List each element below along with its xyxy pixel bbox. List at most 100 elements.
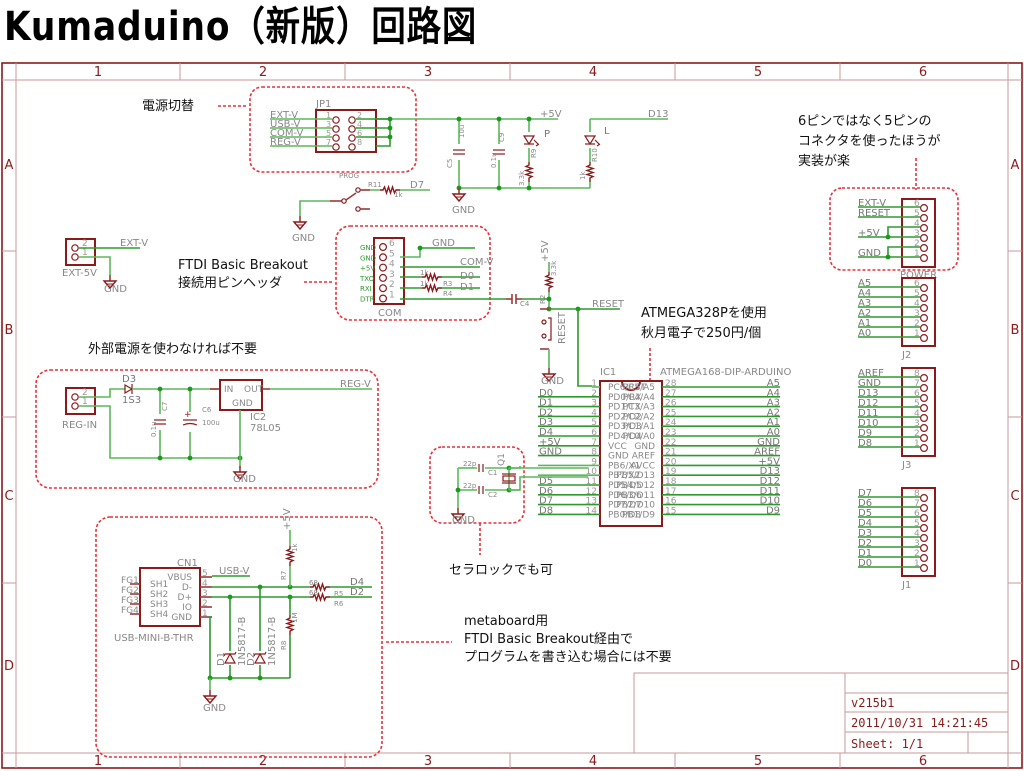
svg-text:IC2: IC2 <box>250 412 266 423</box>
j3-pin-num: 6 <box>914 389 920 399</box>
ext5v-connector: 2 1 EXT-V EXT-5V GND <box>62 238 148 295</box>
column-label-bottom: 5 <box>754 754 762 769</box>
ic1-name: IC1 <box>600 367 616 378</box>
ic1-left-net: D3 <box>539 417 553 428</box>
power-header-pin <box>919 224 928 233</box>
svg-text:C4: C4 <box>520 300 530 308</box>
j1-net-label: D5 <box>858 508 872 519</box>
svg-text:C2: C2 <box>488 491 497 499</box>
svg-text:68: 68 <box>309 579 318 587</box>
com-pin-label: GND <box>360 254 376 262</box>
ic1-pin-label: PC6/RST <box>608 383 646 393</box>
ic1-pin-num: 12 <box>586 487 597 497</box>
j1-net-label: D0 <box>858 558 872 569</box>
j3-pin-num: 5 <box>914 399 920 409</box>
j3-pin-num: 1 <box>914 439 920 449</box>
usb-pin-label: D- <box>182 583 192 593</box>
usb-pin-label: D+ <box>178 593 192 603</box>
note-atmega-1: ATMEGA328Pを使用 <box>641 305 767 321</box>
column-label-bottom: 1 <box>94 754 102 769</box>
j2-net-label: A2 <box>858 308 871 319</box>
j3-pin <box>919 444 928 453</box>
ic1-right-net: D11 <box>760 486 780 497</box>
j2-pin-num: 6 <box>914 279 920 289</box>
j3-net-label: D12 <box>858 398 878 409</box>
svg-text:GND: GND <box>452 205 475 216</box>
power-header-net-label: EXT-V <box>858 198 886 209</box>
svg-text:D3: D3 <box>122 374 136 385</box>
ic1-value: ATMEGA168-DIP-ARDUINO <box>660 367 791 378</box>
svg-text:COM-V: COM-V <box>460 257 494 268</box>
jp1-pin-num: 4 <box>357 120 362 129</box>
group-crystal <box>429 446 525 524</box>
ic1-pin-label: PD7/D7 <box>608 501 642 511</box>
regulator-circuit: 2 1 REG-IN D3 1S3 C7 0.1u + C6 100u IN O… <box>62 374 372 485</box>
svg-text:GND: GND <box>232 399 253 409</box>
j3-net-label: GND <box>858 378 881 389</box>
power-header-pin <box>919 244 928 253</box>
ic1-pin-num: 26 <box>665 399 677 409</box>
com-pin-num: 2 <box>389 280 395 290</box>
j2-pin-num: 1 <box>914 329 920 339</box>
usb-fg-label: FG2 <box>121 586 139 596</box>
jp1-pin <box>348 116 356 124</box>
note-metaboard-3: プログラムを書き込む場合には不要 <box>464 650 672 665</box>
ic1-pin-num: 11 <box>586 477 597 487</box>
svg-text:0.1u: 0.1u <box>490 152 498 168</box>
svg-text:+5V: +5V <box>282 508 293 530</box>
j1-net-label: D7 <box>858 488 872 499</box>
j2-pin <box>919 314 928 323</box>
ic1-right-net: A0 <box>767 427 780 438</box>
svg-text:GND: GND <box>452 515 475 526</box>
ic1-left-net: D8 <box>539 505 553 516</box>
jp1-name: JP1 <box>315 99 331 110</box>
jp1-pin <box>348 125 356 133</box>
usb-pin-label: GND <box>171 613 192 623</box>
version-label: v215b1 <box>851 696 894 710</box>
com-pin <box>379 253 388 262</box>
ic1-left-net: GND <box>539 447 562 458</box>
svg-text:+: + <box>184 410 192 420</box>
note-ftdi-2: 接続用ピンヘッダ <box>178 275 282 291</box>
svg-text:C5: C5 <box>446 159 454 168</box>
usb-pin-num: 5 <box>202 569 208 579</box>
usb-pin-label: VBUS <box>167 573 192 583</box>
com-pin <box>379 263 388 272</box>
svg-text:D4: D4 <box>350 577 364 588</box>
j1-net-label: D2 <box>858 538 872 549</box>
j1-pin <box>919 553 928 562</box>
j2-pin <box>919 294 928 303</box>
ic1-pin-num: 5 <box>591 418 597 428</box>
svg-text:EXT-V: EXT-V <box>120 238 148 249</box>
ic1-pin-label: PD4/D4 <box>608 432 642 442</box>
svg-text:D1: D1 <box>460 282 474 293</box>
ic1-right-net: AREF <box>754 447 780 458</box>
power-rail-section: +5V D13 10u C5 C9 0.1u P R9 3.3k L R10 1… <box>446 109 668 216</box>
svg-text:1k: 1k <box>420 269 429 277</box>
j3-pin <box>919 414 928 423</box>
row-label-left: C <box>4 489 13 504</box>
jp1-pin <box>332 134 340 142</box>
ic1-pin-label: PC1/A1 <box>623 422 655 432</box>
svg-text:1N5817-B: 1N5817-B <box>237 616 248 666</box>
ic1-right-net: +5V <box>758 456 780 467</box>
svg-text:D7: D7 <box>410 180 424 191</box>
j1-pin <box>919 513 928 522</box>
ic1-left-net: D7 <box>539 496 553 507</box>
j1-pin-num: 6 <box>914 509 920 519</box>
ic1-right-net: A2 <box>767 407 780 418</box>
jp1-pin <box>332 116 340 124</box>
j3-pin <box>919 424 928 433</box>
svg-text:RESET: RESET <box>557 311 568 344</box>
svg-text:R11: R11 <box>368 181 382 189</box>
svg-text:R2: R2 <box>539 295 547 304</box>
svg-text:1k: 1k <box>394 191 403 199</box>
ic1-left-net: D5 <box>539 476 553 487</box>
column-label-top: 5 <box>754 65 762 80</box>
svg-text:R6: R6 <box>334 600 344 608</box>
column-label-top: 3 <box>424 65 432 80</box>
